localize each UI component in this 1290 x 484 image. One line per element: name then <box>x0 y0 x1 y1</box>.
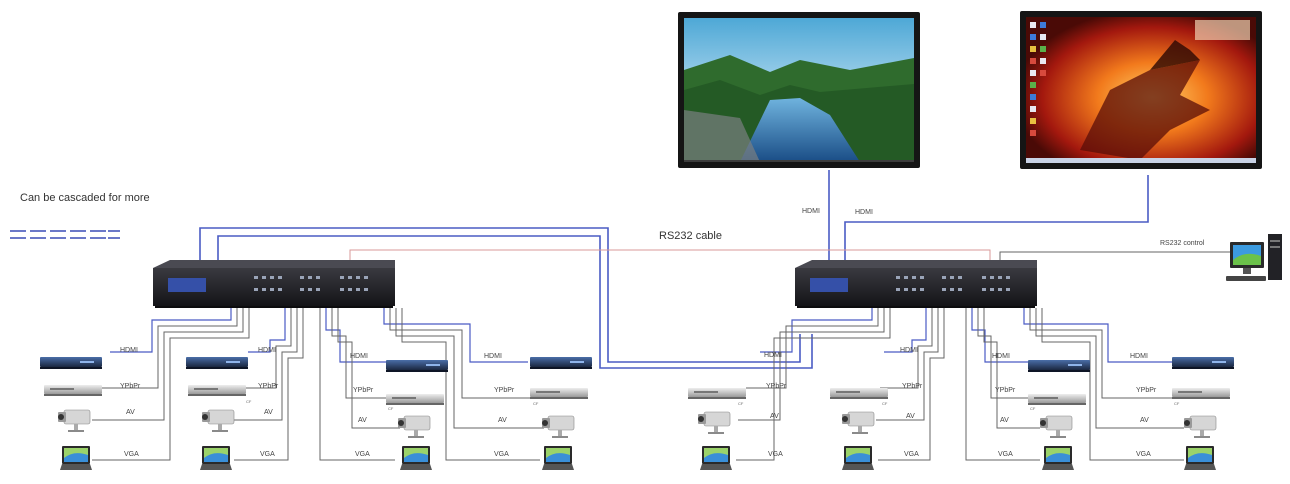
cf-label: CF <box>738 401 744 406</box>
cf-label: CF <box>1174 401 1180 406</box>
av-label: AV <box>906 413 915 420</box>
av-label: AV <box>498 417 507 424</box>
matrix-left <box>153 260 395 308</box>
dvd-player-icon <box>44 385 102 396</box>
display-left <box>678 12 920 168</box>
ypbpr-label: YPbPr <box>258 383 279 390</box>
front-buttons <box>254 276 368 291</box>
av-label: AV <box>358 417 367 424</box>
dvd-player-icon <box>830 388 888 399</box>
cctv-camera-icon <box>398 415 431 438</box>
hdmi-label: HDMI <box>1130 353 1148 360</box>
cf-label: CF <box>388 406 394 411</box>
blu-ray-player-icon <box>386 360 448 372</box>
cctv-camera-icon <box>202 409 235 432</box>
rs232-control-label: RS232 control <box>1160 240 1205 247</box>
dvd-player-icon <box>1172 388 1230 399</box>
left-matrix-cables <box>70 308 544 461</box>
laptop-icon <box>60 446 92 470</box>
cctv-camera-icon <box>58 409 91 432</box>
ypbpr-label: YPbPr <box>120 383 141 390</box>
dvd-player-icon <box>530 388 588 399</box>
cctv-camera-icon <box>1040 415 1073 438</box>
front-buttons <box>896 276 1010 291</box>
hdmi-label: HDMI <box>484 353 502 360</box>
desktop-computer-icon <box>1226 234 1282 281</box>
vga-label: VGA <box>355 451 370 458</box>
hdmi-label: HDMI <box>900 347 918 354</box>
av-label: AV <box>770 413 779 420</box>
ypbpr-label: YPbPr <box>494 387 515 394</box>
hdmi-to-right-display-label: HDMI <box>855 209 873 216</box>
cascade-dashes <box>10 230 120 239</box>
av-label: AV <box>1140 417 1149 424</box>
blu-ray-player-icon <box>40 357 102 369</box>
top-links <box>199 170 1238 369</box>
vga-label: VGA <box>124 451 139 458</box>
hdmi-label: HDMI <box>120 347 138 354</box>
vga-label: VGA <box>494 451 509 458</box>
cctv-camera-icon <box>842 411 875 434</box>
taskbar <box>1026 158 1256 163</box>
source-devices <box>40 357 1234 470</box>
cctv-camera-icon <box>698 411 731 434</box>
ypbpr-label: YPbPr <box>1136 387 1157 394</box>
vga-label: VGA <box>904 451 919 458</box>
dvd-player-icon <box>188 385 246 396</box>
desktop-icons <box>1030 22 1046 136</box>
vga-label: VGA <box>768 451 783 458</box>
hdmi-label: HDMI <box>350 353 368 360</box>
ypbpr-label: YPbPr <box>902 383 923 390</box>
av-label: AV <box>126 409 135 416</box>
ypbpr-label: YPbPr <box>995 387 1016 394</box>
hdmi-cascade-label: HDMI <box>764 352 782 359</box>
laptop-icon <box>1042 446 1074 470</box>
dvd-player-icon <box>688 388 746 399</box>
av-label: AV <box>264 409 273 416</box>
cf-label: CF <box>533 401 539 406</box>
ypbpr-label: YPbPr <box>353 387 374 394</box>
lcd-panel <box>810 278 848 292</box>
hdmi-label: HDMI <box>258 347 276 354</box>
laptop-icon <box>1184 446 1216 470</box>
right-matrix-cables <box>736 308 1184 461</box>
laptop-icon <box>400 446 432 470</box>
matrix-right <box>795 260 1037 308</box>
lcd-panel <box>168 278 206 292</box>
cascade-note: Can be cascaded for more <box>20 192 150 204</box>
av-label: AV <box>1000 417 1009 424</box>
vga-label: VGA <box>1136 451 1151 458</box>
dvd-player-icon <box>386 394 444 405</box>
cctv-camera-icon <box>542 415 575 438</box>
vga-label: VGA <box>998 451 1013 458</box>
laptop-icon <box>700 446 732 470</box>
ypbpr-label: YPbPr <box>766 383 787 390</box>
laptop-icon <box>542 446 574 470</box>
blu-ray-player-icon <box>1172 357 1234 369</box>
blu-ray-player-icon <box>1028 360 1090 372</box>
hdmi-label: HDMI <box>992 353 1010 360</box>
hdmi-to-left-display-label: HDMI <box>802 208 820 215</box>
vga-label: VGA <box>260 451 275 458</box>
laptop-icon <box>842 446 874 470</box>
dvd-player-icon <box>1028 394 1086 405</box>
blu-ray-player-icon <box>530 357 592 369</box>
display-right <box>1020 11 1262 169</box>
cctv-camera-icon <box>1184 415 1217 438</box>
cf-label: CF <box>882 401 888 406</box>
cf-label: CF <box>246 399 252 404</box>
rs232-cable-label: RS232 cable <box>659 230 722 242</box>
laptop-icon <box>200 446 232 470</box>
blu-ray-player-icon <box>186 357 248 369</box>
cf-label: CF <box>1030 406 1036 411</box>
